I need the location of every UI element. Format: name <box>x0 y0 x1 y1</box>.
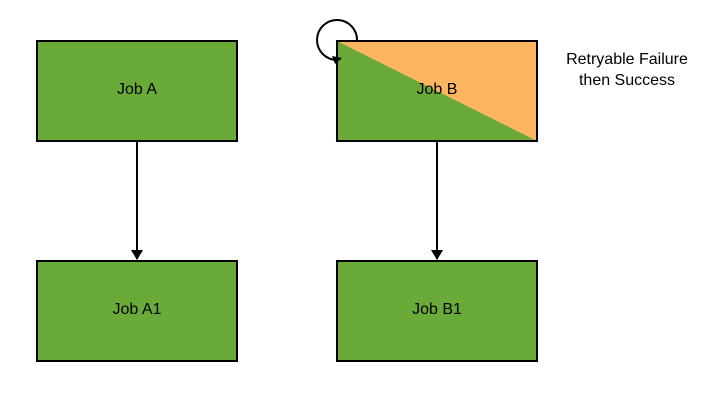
job-b-label: Job B <box>417 81 458 98</box>
job-b-retry-loop <box>316 19 359 61</box>
job-a-label: Job A <box>117 81 157 98</box>
job-a-box <box>36 40 238 142</box>
annotation-line-2: then Success <box>579 72 675 89</box>
job-a1-node: Job A1 <box>36 260 238 362</box>
job-b-retry-loop-arrowhead <box>332 56 342 64</box>
job-a1-label: Job A1 <box>113 301 162 318</box>
job-b1-box <box>336 260 538 362</box>
job-a1-box <box>36 260 238 362</box>
job-a-node: Job A <box>36 40 238 142</box>
annotation: Retryable Failure then Success <box>566 51 688 89</box>
job-b-box-failure-fill <box>337 41 537 141</box>
annotation-line-1: Retryable Failure <box>566 51 688 68</box>
job-b-node: Job B <box>336 40 538 142</box>
job-b1-node: Job B1 <box>336 260 538 362</box>
job-b1-label: Job B1 <box>412 301 462 318</box>
